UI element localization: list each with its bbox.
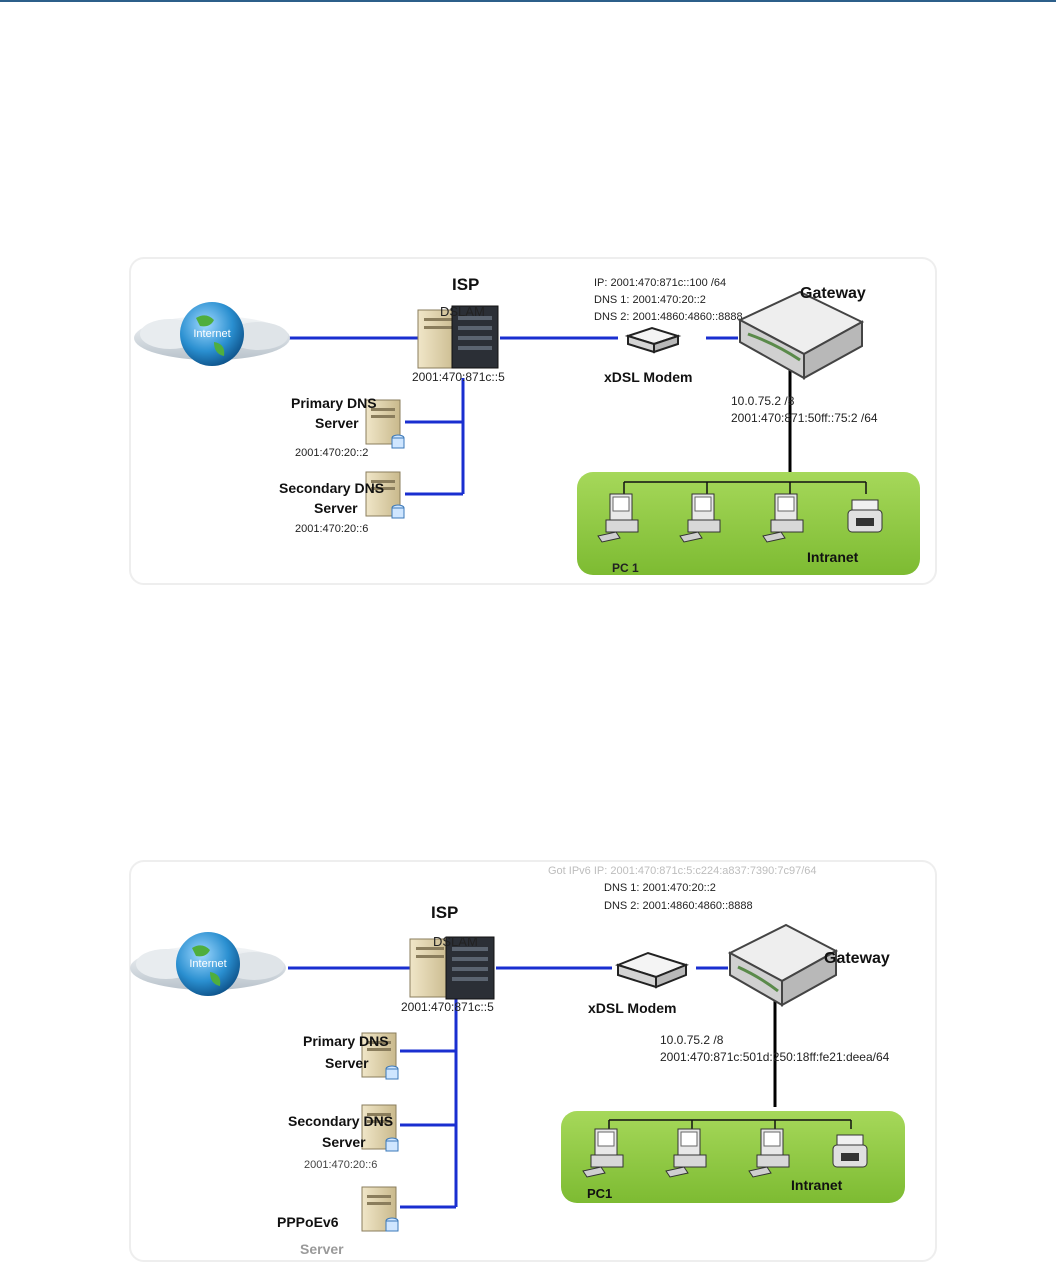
wan-ip-text: IP: 2001:470:871c::100 /64 [594,277,726,289]
lan-ipv6-text: 2001:470:871:50ff::75:2 /64 [731,411,878,425]
gateway-router-icon [727,923,839,1007]
pc-icon [748,1128,790,1178]
primary-dns-server-icon [361,1032,399,1080]
pppoe-server-icon [361,1186,399,1232]
secondary-dns-address: 2001:470:20::6 [295,523,368,535]
top-rule [0,0,1056,2]
isp-label: ISP [452,275,479,294]
modem-label: xDSL Modem [588,1000,676,1016]
isp-address: 2001:470:871c::5 [401,1000,494,1014]
intranet-zone [561,1111,905,1203]
intranet-label: Intranet [807,549,859,565]
gateway-router-icon [737,290,865,380]
secondary-dns-label: Secondary DNS [279,480,384,496]
lan-ipv4-text: 10.0.75.2 /8 [731,394,795,408]
isp-address: 2001:470:871c::5 [412,370,505,384]
lan-ipv4-text: 10.0.75.2 /8 [660,1033,724,1047]
wan-dns1-text: DNS 1: 2001:470:20::2 [604,882,716,894]
network-diagram-2: Internet ISP DSLAM 2001:470:871c::5 Got … [0,855,1056,1266]
modem-label: xDSL Modem [604,369,692,385]
secondary-dns-label-2: Server [314,500,358,516]
wan-links [288,966,728,1209]
modem-icon [624,326,682,354]
wan-dns1-text: DNS 1: 2001:470:20::2 [594,294,706,306]
intranet-bus [608,1119,852,1129]
lan-ipv6-text: 2001:470:871c:501d:250:18ff:fe21:deea/64 [660,1050,890,1064]
secondary-dns-address: 2001:470:20::6 [304,1159,377,1171]
gateway-label: Gateway [824,950,890,967]
primary-dns-label-2: Server [325,1055,369,1071]
gateway-label: Gateway [800,285,866,302]
internet-label: Internet [189,958,226,970]
intranet-label: Intranet [791,1177,843,1193]
modem-icon [615,951,689,989]
dslam-server-icon [409,936,495,1000]
secondary-dns-label-2: Server [322,1134,366,1150]
dslam-server-icon [417,305,499,369]
pc-icon [597,493,639,543]
pc-label: PC 1 [612,561,639,575]
secondary-dns-server-icon [361,1104,399,1152]
pc-icon [762,493,804,543]
primary-dns-label-2: Server [315,415,359,431]
secondary-dns-server-icon [365,471,405,519]
wan-links [288,336,738,496]
intranet-bus [623,481,867,494]
primary-dns-server-icon [365,399,405,449]
wan-dns2-text: DNS 2: 2001:4860:4860::8888 [604,900,753,912]
intranet-zone [577,472,920,575]
pc-icon [665,1128,707,1178]
wan-dns2-text: DNS 2: 2001:4860:4860::8888 [594,311,743,323]
pc-icon [679,493,721,543]
pppoe-label: PPPoEv6 [277,1214,339,1230]
primary-dns-label: Primary DNS [303,1033,389,1049]
printer-icon [847,499,883,533]
pc-icon [582,1128,624,1178]
pppoe-label-2: Server [300,1241,344,1257]
internet-cloud-icon [134,302,290,366]
internet-label: Internet [193,328,230,340]
secondary-dns-label: Secondary DNS [288,1113,393,1129]
printer-icon [832,1134,868,1168]
primary-dns-address: 2001:470:20::2 [295,447,368,459]
dslam-label: DSLAM [440,304,485,319]
network-diagram-1: Internet ISP DSLAM 2001:470:871c::5 IP: … [0,250,1056,595]
primary-dns-label: Primary DNS [291,395,377,411]
internet-cloud-icon [130,932,286,996]
pc-label: PC1 [587,1186,612,1201]
dslam-label: DSLAM [433,934,478,949]
isp-label: ISP [431,903,458,922]
wan-ip-text: Got IPv6 IP: 2001:470:871c:5:c224:a837:7… [548,865,817,877]
